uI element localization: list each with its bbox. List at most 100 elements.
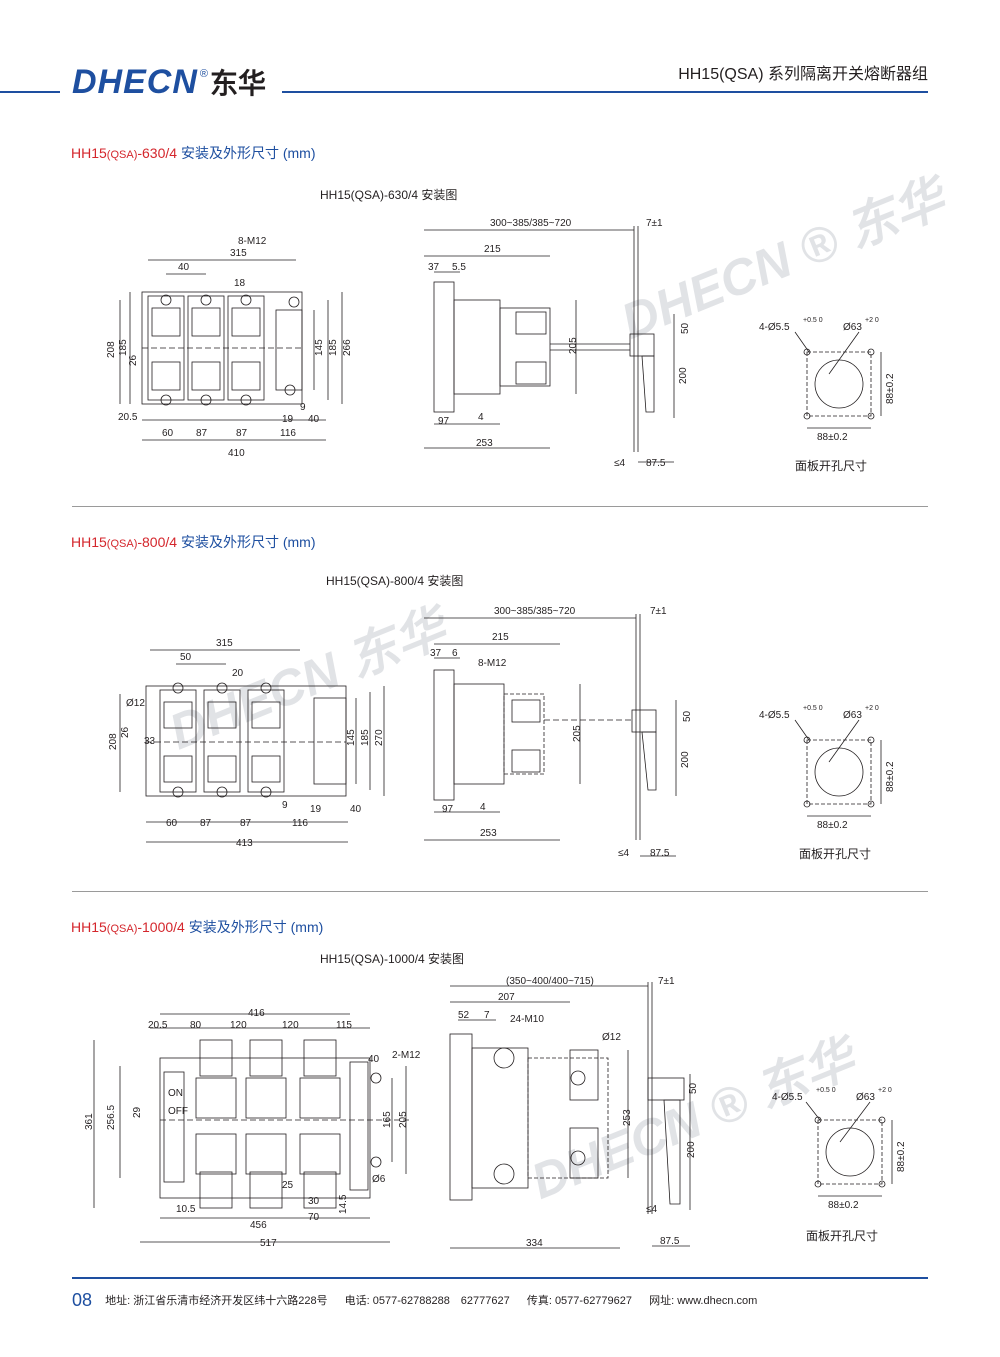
dim-label: 20.5 (148, 1020, 168, 1031)
dim-label: 334 (526, 1238, 543, 1249)
dim-label: 413 (236, 838, 253, 849)
dim-label: 29 (132, 1106, 143, 1118)
brand-logo: DHECN ® 东华 (72, 62, 266, 102)
dim-label: 266 (342, 339, 353, 356)
dim-label: 116 (292, 818, 308, 829)
dim-label: (350~400/400~715) (506, 976, 594, 987)
header-rule-right (282, 91, 928, 93)
dim-label: 4 (478, 412, 484, 423)
holes-label: 4-Ø5.5 (759, 322, 790, 333)
dim-label: 200 (686, 1141, 697, 1158)
dim-label: 205 (398, 1111, 409, 1128)
dim-label: 26 (120, 726, 131, 738)
dim-label: 145 (314, 339, 325, 356)
dim-label: 30 (308, 1196, 320, 1207)
dim-label: 10.5 (176, 1204, 196, 1215)
dim-label: 185 (118, 339, 129, 356)
dim-label: 205 (572, 725, 583, 742)
front-view-1000: 416 20.5 80 120 120 115 40 2-M12 361 256… (84, 1008, 420, 1249)
dim-label: 300~385/385~720 (490, 218, 572, 229)
bore-label: Ø63 (856, 1092, 875, 1103)
panel-cutout-800: 4-Ø5.5 +0.5 0 Ø63 +2 0 88±0.2 88±0.2 面板开… (759, 705, 896, 861)
section-title-800: HH15(QSA)-800/4 安装及外形尺寸 (mm) (71, 534, 316, 550)
dim-label: 87 (196, 428, 208, 439)
footer-fax: 传真: 0577-62779627 (526, 1295, 633, 1307)
dim-label: 300~385/385~720 (494, 606, 576, 617)
dim-label: 208 (106, 341, 117, 358)
dim-label: 37 (428, 262, 440, 273)
tolerance-label: +0.5 0 (803, 317, 823, 324)
dim-label: 165 (382, 1111, 393, 1128)
dim-label: 253 (622, 1109, 633, 1126)
holes-label: 4-Ø5.5 (772, 1092, 803, 1103)
logo-registered-mark: ® (199, 68, 209, 80)
dim-label: ≤4 (614, 458, 625, 469)
dim-label: 60 (166, 818, 178, 829)
dim-label: 253 (480, 828, 497, 839)
section-divider (72, 506, 928, 507)
bore-label: Ø63 (843, 322, 862, 333)
dim-label: 200 (678, 367, 689, 384)
drawing-title-1000: HH15(QSA)-1000/4 安装图 (320, 952, 465, 966)
screw-label: 8-M12 (238, 236, 267, 247)
footer-website-link[interactable]: 网址: www.dhecn.com (649, 1295, 758, 1307)
panel-cutout-1000: 4-Ø5.5 +0.5 0 Ø63 +2 0 88±0.2 88±0.2 面板开… (772, 1087, 907, 1243)
dim-label: 19 (310, 804, 322, 815)
dim-label: 88±0.2 (885, 373, 896, 404)
dim-label: 50 (688, 1082, 699, 1094)
page-number: 08 (72, 1290, 93, 1310)
dim-label: 4 (480, 802, 486, 813)
dim-label: 52 (458, 1010, 470, 1021)
dim-label: 215 (492, 632, 509, 643)
dim-label: Ø6 (372, 1174, 386, 1185)
dim-label: Ø12 (126, 698, 145, 709)
dim-label: 115 (336, 1020, 352, 1031)
dim-label: 18 (234, 278, 246, 289)
dim-label: 7 (484, 1010, 490, 1021)
dim-label: 40 (350, 804, 362, 815)
dim-label: 120 (230, 1020, 247, 1031)
logo-text-en: DHECN (72, 63, 198, 101)
dim-label: 14.5 (338, 1194, 349, 1214)
dim-label: 145 (346, 729, 357, 746)
section-title-1000: HH15(QSA)-1000/4 安装及外形尺寸 (mm) (71, 919, 324, 935)
tolerance-label: +2 0 (865, 317, 879, 324)
dim-label: 88±0.2 (817, 820, 848, 831)
dim-label: 416 (248, 1008, 265, 1019)
dim-label: Ø12 (602, 1032, 621, 1043)
dim-label: 7±1 (646, 218, 663, 229)
dim-label: 120 (282, 1020, 299, 1031)
cutout-caption: 面板开孔尺寸 (799, 847, 871, 861)
section-title-630: HH15(QSA)-630/4 安装及外形尺寸 (mm) (71, 145, 316, 161)
dim-label: 315 (216, 638, 233, 649)
header-rule-left (0, 91, 60, 93)
cutout-caption: 面板开孔尺寸 (795, 459, 867, 473)
page-title: HH15(QSA) 系列隔离开关熔断器组 (678, 66, 928, 83)
dim-label: 200 (680, 751, 690, 768)
footer-phone: 电话: 0577-62788288 62777627 (344, 1295, 510, 1307)
dim-label: 60 (162, 428, 174, 439)
dim-label: 207 (498, 992, 515, 1003)
dim-label: 5.5 (452, 262, 466, 273)
side-view-1000: (350~400/400~715) 7±1 207 52 7 24-M10 Ø1… (449, 976, 699, 1249)
dim-label: 9 (282, 800, 288, 811)
drawing-title-630: HH15(QSA)-630/4 安装图 (320, 188, 458, 202)
panel-cutout-630: 4-Ø5.5 +0.5 0 Ø63 +2 0 88±0.2 88±0.2 面板开… (759, 317, 896, 473)
on-label: ON (168, 1088, 183, 1099)
dim-label: 208 (108, 733, 119, 750)
dim-label: 25 (282, 1180, 294, 1191)
side-view-800: 300~385/385~720 7±1 215 37 6 8-M12 205 9… (424, 606, 690, 859)
dim-label: 26 (128, 354, 139, 366)
dim-label: 9 (300, 402, 306, 413)
dim-label: 185 (328, 339, 339, 356)
tolerance-label: +0.5 0 (816, 1087, 836, 1094)
dim-label: 37 (430, 648, 442, 659)
dim-label: 87 (200, 818, 212, 829)
dim-label: 97 (438, 416, 450, 427)
tolerance-label: +2 0 (865, 705, 879, 712)
dim-label: 50 (180, 652, 192, 663)
dim-label: 7±1 (658, 976, 675, 987)
screw-label: 8-M12 (478, 658, 507, 669)
dim-label: 88±0.2 (896, 1141, 907, 1172)
dim-label: 88±0.2 (817, 432, 848, 443)
